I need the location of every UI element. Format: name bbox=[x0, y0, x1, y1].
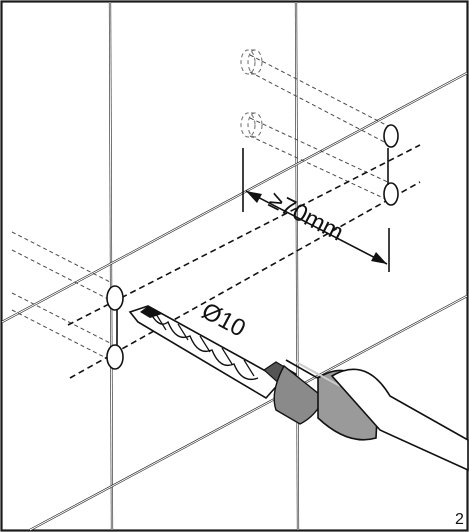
ghost-dowel-middle bbox=[240, 112, 263, 138]
drill-alignment-lines bbox=[67, 144, 421, 379]
tile-joint-diagonal-lower bbox=[29, 295, 468, 531]
spacing-dimension bbox=[242, 148, 390, 272]
drill-icon bbox=[263, 359, 469, 472]
wall-hole-icon bbox=[383, 124, 399, 148]
wall-hole-icon bbox=[106, 344, 124, 370]
tile-joint-vertical-right bbox=[294, 1, 300, 531]
hidden-projection-lines bbox=[11, 54, 393, 362]
wall-hole-icon bbox=[106, 285, 124, 311]
tile-joint-diagonal-upper bbox=[1, 72, 468, 323]
wall-hole-icon bbox=[383, 182, 399, 206]
ghost-dowel-top bbox=[240, 49, 263, 75]
tile-joint-vertical-left bbox=[108, 1, 114, 531]
step-number: 2 bbox=[455, 511, 464, 528]
drill-bit-icon bbox=[128, 305, 284, 400]
